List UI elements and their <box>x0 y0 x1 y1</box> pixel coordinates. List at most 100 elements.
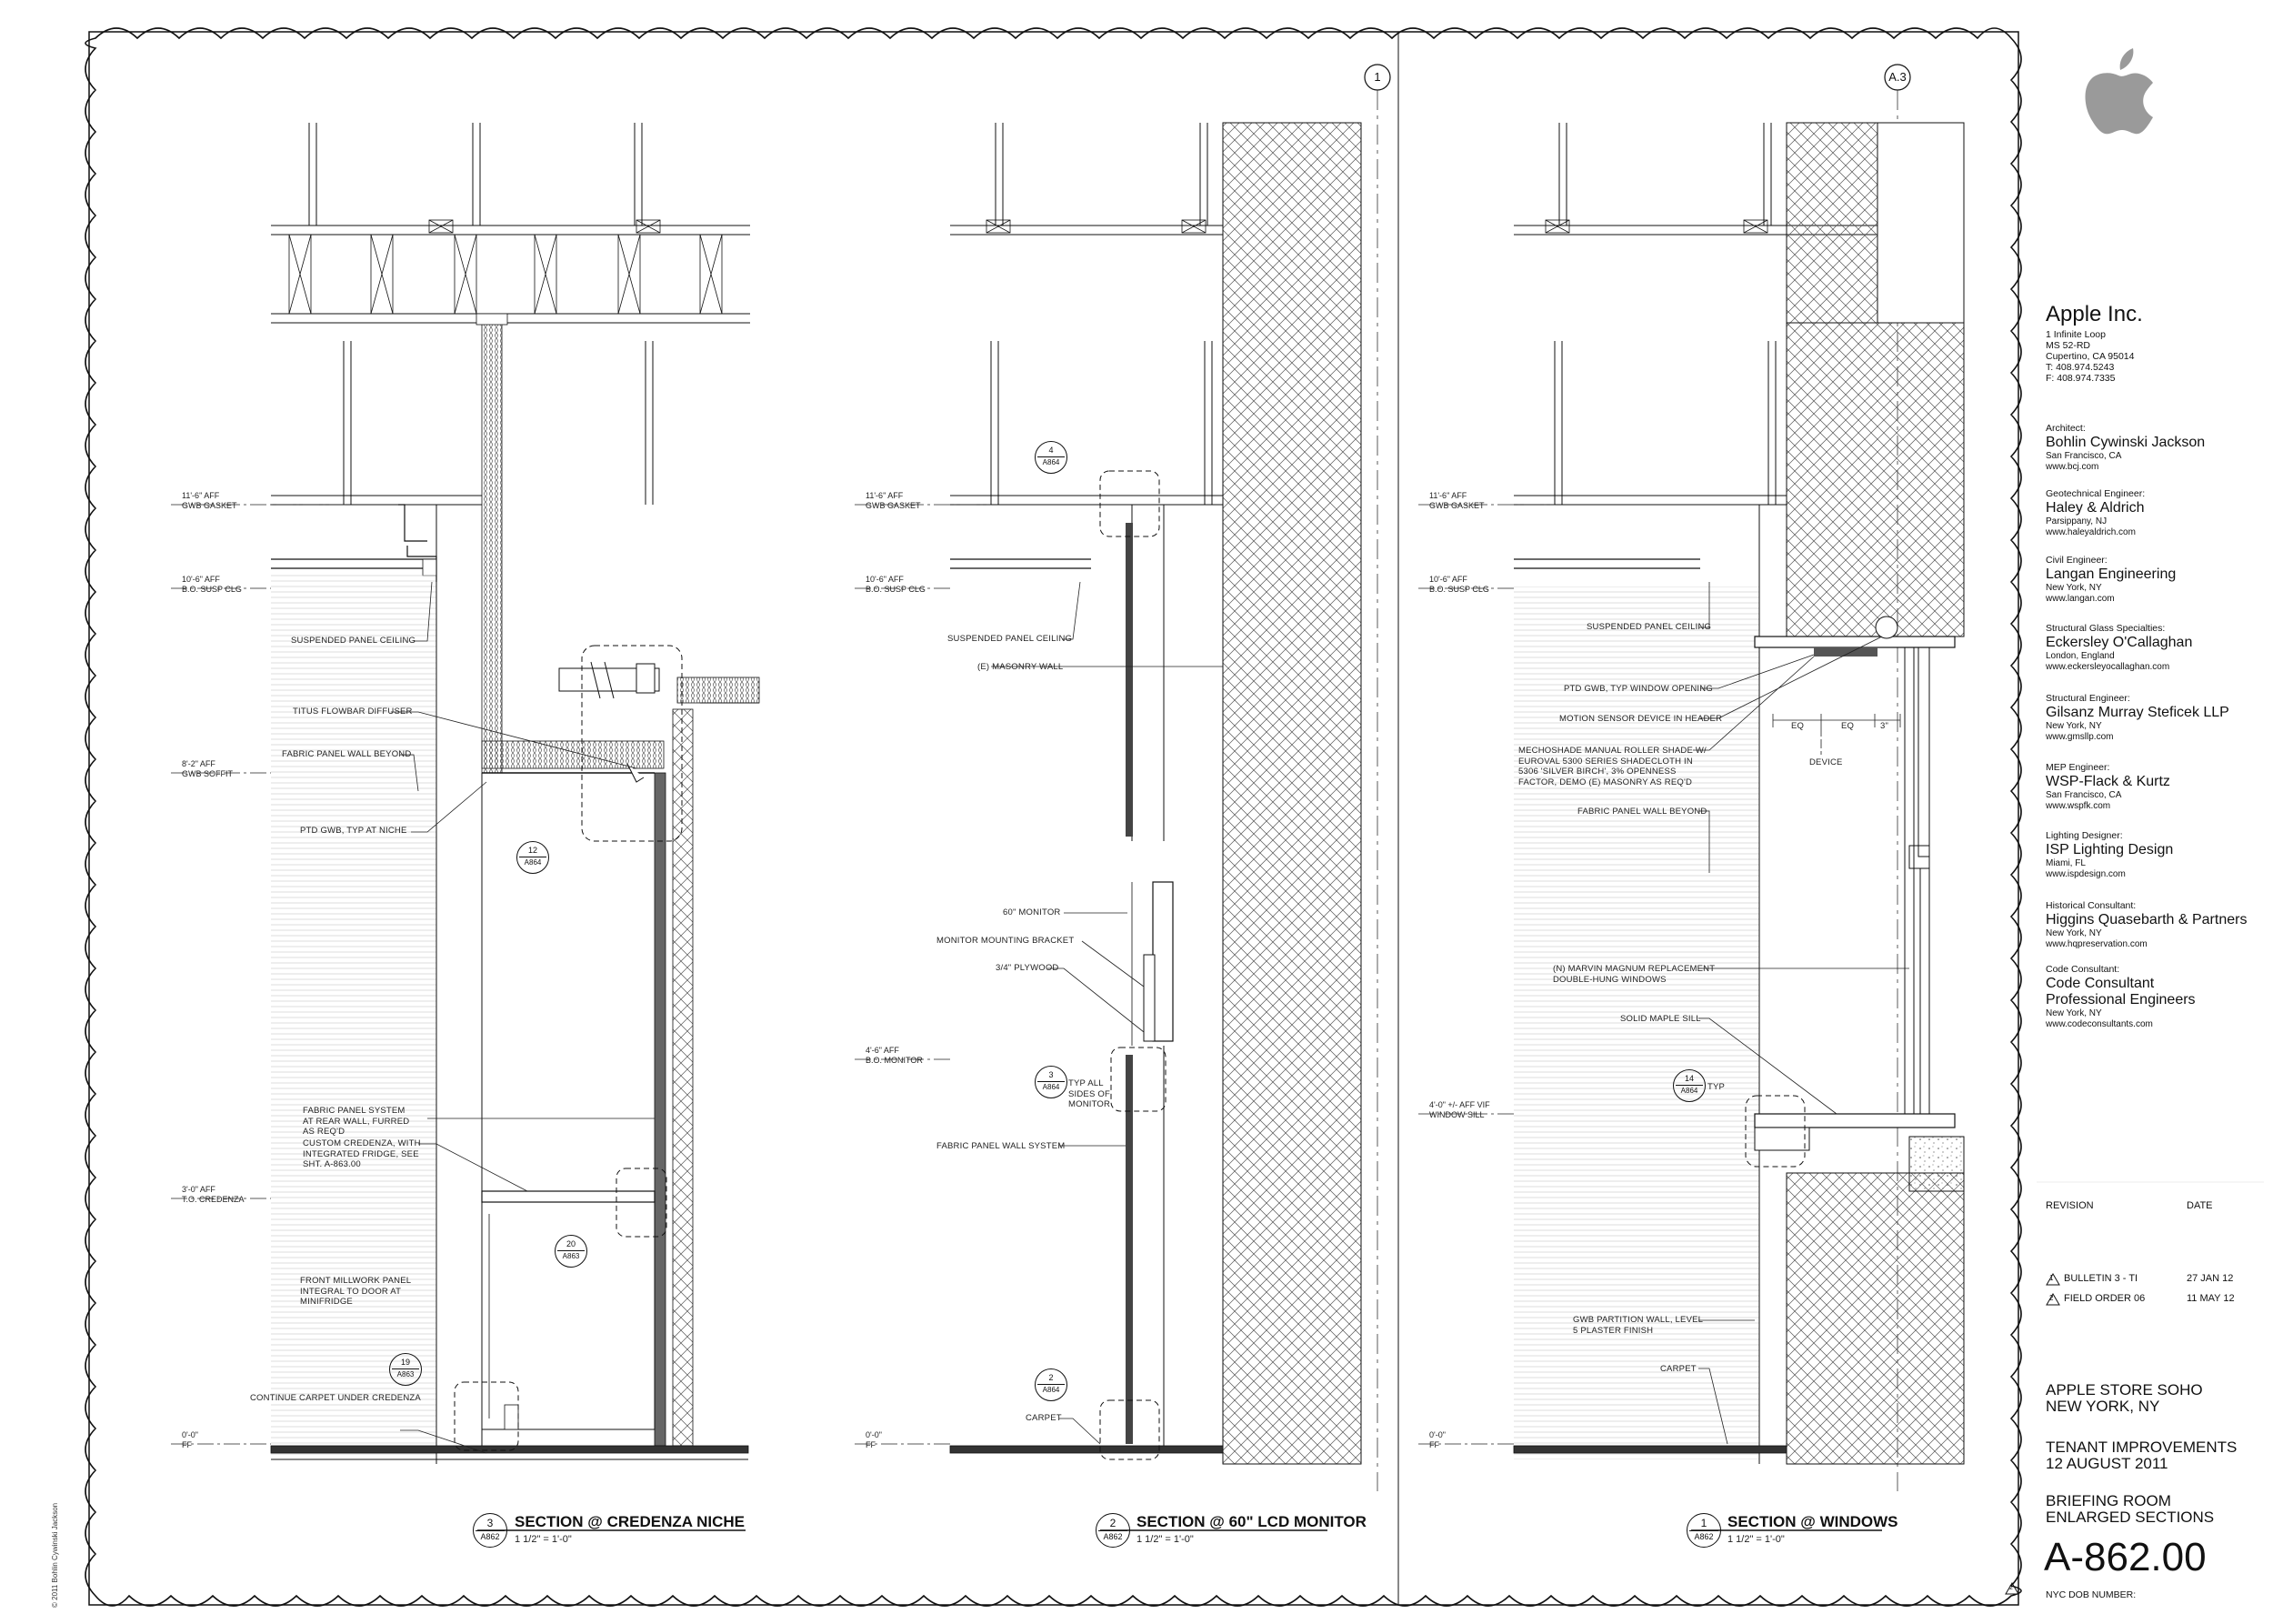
consultant-addr: New York, NY www.codeconsultants.com <box>2046 1008 2153 1029</box>
dob-number: NYC DOB NUMBER: <box>2046 1589 2137 1600</box>
consultant-role: Structural Glass Specialties: <box>2046 623 2166 634</box>
note: MECHOSHADE MANUAL ROLLER SHADE W/ EUROVA… <box>1518 746 1707 787</box>
dimension-label: EQ <box>1841 721 1855 731</box>
section-title: SECTION @ WINDOWS <box>1727 1513 1898 1530</box>
consultant-entry: Structural Engineer:Gilsanz Murray Stefi… <box>2046 693 2229 743</box>
consultant-role: Civil Engineer: <box>2046 555 2108 566</box>
section-marker: 2 A862 <box>1096 1513 1130 1548</box>
sheet-border <box>88 31 2019 1606</box>
revision-triangle-icon <box>2005 1582 2019 1595</box>
revision-triangle-icon <box>2046 1293 2060 1306</box>
project-phase: TENANT IMPROVEMENTS 12 AUGUST 2011 <box>2046 1439 2238 1472</box>
note: SUSPENDED PANEL CEILING <box>1587 622 1712 632</box>
note: FABRIC PANEL WALL BEYOND <box>1577 807 1707 817</box>
consultant-role: Code Consultant: <box>2046 964 2120 975</box>
consultant-role: Geotechnical Engineer: <box>2046 488 2146 499</box>
grid-bubble-1-label: 1 <box>1374 70 1381 84</box>
consultant-firm: Bohlin Cywinski Jackson <box>2046 435 2206 450</box>
section-2-linework <box>855 122 1362 1465</box>
consultant-firm: Code Consultant Professional Engineers <box>2046 976 2196 1007</box>
note: FABRIC PANEL WALL BEYOND <box>282 749 412 759</box>
consultant-addr: New York, NY www.gmsllp.com <box>2046 721 2114 742</box>
section-scale: 1 1/2" = 1'-0" <box>1727 1534 1785 1545</box>
device-label: DEVICE <box>1809 757 1843 767</box>
section-3-linework <box>171 123 760 1464</box>
dimension-label: EQ <box>1791 721 1805 731</box>
section-title: SECTION @ 60" LCD MONITOR <box>1136 1513 1367 1530</box>
note: SUSPENDED PANEL CEILING <box>947 634 1073 644</box>
consultant-entry: Historical Consultant:Higgins Quasebarth… <box>2046 900 2247 950</box>
client-name: Apple Inc. <box>2046 302 2143 326</box>
consultant-role: Historical Consultant: <box>2046 900 2137 911</box>
consultant-firm: Langan Engineering <box>2046 566 2177 582</box>
note: SOLID MAPLE SILL <box>1620 1014 1701 1024</box>
note: 60" MONITOR <box>1003 907 1061 917</box>
note: FABRIC PANEL SYSTEM AT REAR WALL, FURRED… <box>303 1106 410 1137</box>
note: PTD GWB, TYP WINDOW OPENING <box>1564 684 1713 694</box>
note: FRONT MILLWORK PANEL INTEGRAL TO DOOR AT… <box>300 1276 412 1307</box>
consultant-addr: New York, NY www.hqpreservation.com <box>2046 928 2148 949</box>
grid-bubble-a3-label: A.3 <box>1888 70 1907 84</box>
note: TITUS FLOWBAR DIFFUSER <box>293 707 413 717</box>
revision-header: REVISION <box>2046 1200 2094 1211</box>
consultant-firm: Haley & Aldrich <box>2046 500 2145 516</box>
consultant-role: Architect: <box>2046 423 2086 434</box>
consultant-role: Lighting Designer: <box>2046 830 2123 841</box>
consultant-firm: ISP Lighting Design <box>2046 842 2174 857</box>
detail-callout: 4 A864 <box>1035 441 1067 474</box>
consultant-addr: San Francisco, CA www.wspfk.com <box>2046 790 2122 811</box>
consultant-role: MEP Engineer: <box>2046 762 2110 773</box>
note: CUSTOM CREDENZA, WITH INTEGRATED FRIDGE,… <box>303 1138 421 1169</box>
note: MOTION SENSOR DEVICE IN HEADER <box>1559 714 1723 724</box>
copyright-notice: © 2011 Bohlin Cywinski Jackson <box>51 1502 59 1608</box>
consultant-entry: Code Consultant:Code Consultant Professi… <box>2046 964 2196 1030</box>
date-header: DATE <box>2187 1200 2213 1211</box>
apple-logo <box>2085 48 2153 135</box>
note: 3/4" PLYWOOD <box>996 963 1059 973</box>
note: GWB PARTITION WALL, LEVEL 5 PLASTER FINI… <box>1573 1315 1704 1336</box>
section-title: SECTION @ CREDENZA NICHE <box>515 1513 746 1530</box>
detail-callout: 19 A863 <box>389 1353 422 1386</box>
note: CONTINUE CARPET UNDER CREDENZA <box>250 1393 421 1403</box>
level-marker: 0'-0"FF <box>866 1430 882 1449</box>
consultant-addr: London, England www.eckersleyocallaghan.… <box>2046 651 2170 672</box>
detail-callout: 12 A864 <box>516 841 549 874</box>
section-1-linework <box>1418 122 1965 1465</box>
detail-callout: 3 A864 <box>1035 1066 1067 1098</box>
consultant-firm: WSP-Flack & Kurtz <box>2046 774 2170 789</box>
revision-cloud <box>85 27 2022 1607</box>
detail-callout: 2 A864 <box>1035 1368 1067 1401</box>
section-marker: 1 A862 <box>1687 1513 1721 1548</box>
section-scale: 1 1/2" = 1'-0" <box>515 1534 572 1545</box>
consultant-firm: Eckersley O'Callaghan <box>2046 635 2193 650</box>
note: CARPET <box>1660 1364 1697 1374</box>
section-scale: 1 1/2" = 1'-0" <box>1136 1534 1194 1545</box>
note: TYP ALL SIDES OF MONITOR <box>1068 1078 1111 1109</box>
revision-triangle-icon <box>2046 1273 2060 1286</box>
note: SUSPENDED PANEL CEILING <box>291 636 416 646</box>
note: (E) MASONRY WALL <box>977 662 1064 672</box>
note: (N) MARVIN MAGNUM REPLACEMENT DOUBLE-HUN… <box>1553 964 1716 985</box>
consultant-entry: Structural Glass Specialties:Eckersley O… <box>2046 623 2192 673</box>
level-marker: 0'-0"FF <box>182 1430 198 1449</box>
section-marker: 3 A862 <box>473 1513 507 1548</box>
consultant-addr: Parsippany, NJ www.haleyaldrich.com <box>2046 516 2136 537</box>
note: PTD GWB, TYP AT NICHE <box>300 826 407 836</box>
consultant-addr: Miami, FL www.ispdesign.com <box>2046 858 2126 879</box>
detail-callout: 20 A863 <box>555 1235 587 1268</box>
typ-label: TYP <box>1707 1082 1726 1092</box>
consultant-firm: Gilsanz Murray Steficek LLP <box>2046 705 2229 720</box>
sheet-number: A-862.00 <box>2044 1535 2207 1579</box>
consultant-addr: San Francisco, CA www.bcj.com <box>2046 451 2122 472</box>
